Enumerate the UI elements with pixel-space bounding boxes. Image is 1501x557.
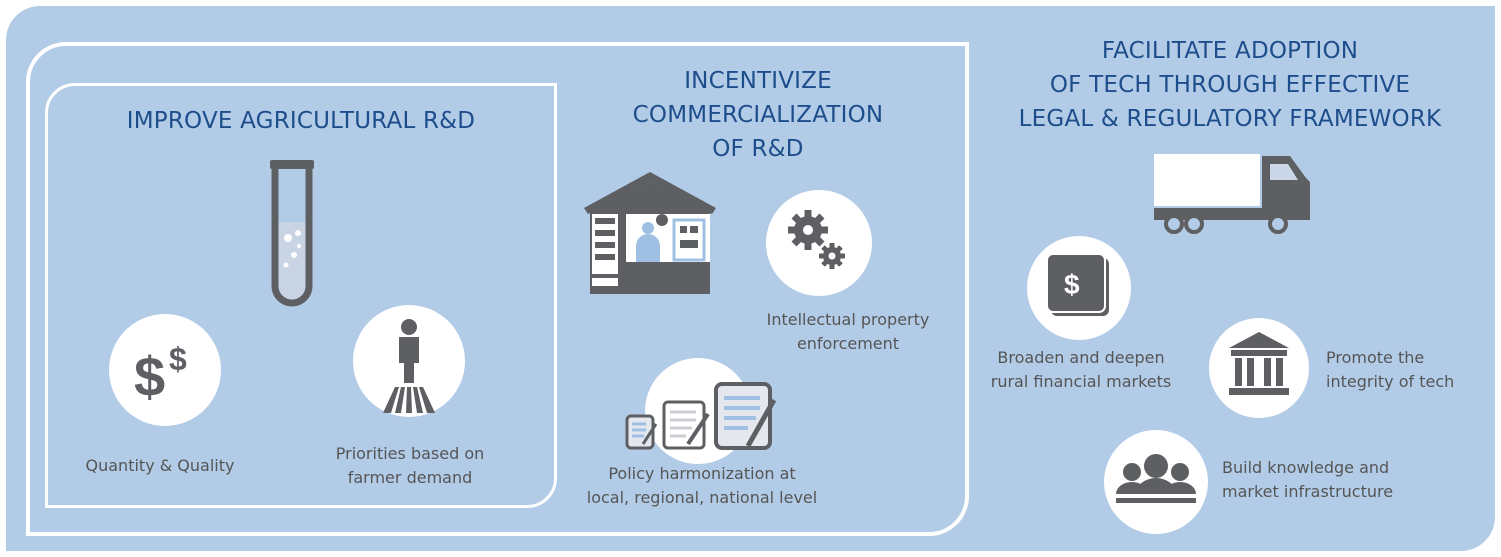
finance-book-icon: $ xyxy=(1046,253,1109,316)
institution-icon xyxy=(1229,332,1289,395)
dollar-circle xyxy=(109,314,221,426)
knowledge-label-line1: Build knowledge and xyxy=(1222,458,1390,477)
commercialization-title-line2: COMMERCIALIZATION xyxy=(632,102,884,128)
finance-label-line2: rural financial markets xyxy=(990,372,1172,391)
integrity-label-line2: integrity of tech xyxy=(1326,372,1455,391)
truck-icon xyxy=(1154,154,1310,234)
policy-label-line2: local, regional, national level xyxy=(586,488,818,507)
ip-label-line1: Intellectual property xyxy=(766,310,930,329)
documents-icon xyxy=(625,382,777,450)
priorities-label-line1: Priorities based on xyxy=(335,444,485,463)
adoption-title-line2: OF TECH THROUGH EFFECTIVE xyxy=(1049,72,1411,98)
svg-text:$: $ xyxy=(1064,269,1080,300)
test-tube-icon xyxy=(270,160,314,307)
svg-text:$: $ xyxy=(134,345,165,408)
adoption-title-line3: LEGAL & REGULATORY FRAMEWORK xyxy=(1018,106,1442,132)
people-icon xyxy=(1116,454,1196,503)
rd-frame xyxy=(45,83,557,508)
commercialization-title-line3: OF R&D xyxy=(712,136,804,162)
diagram-background xyxy=(6,6,1495,551)
commercialization-title-line1: INCENTIVIZE xyxy=(684,68,832,94)
svg-text:$: $ xyxy=(169,341,187,377)
shop-icon xyxy=(584,172,716,294)
knowledge-label-line2: market infrastructure xyxy=(1222,482,1394,501)
quantity-quality-label: Quantity & Quality xyxy=(85,456,235,475)
commercialization-frame xyxy=(26,42,969,536)
gears-icon xyxy=(788,210,845,269)
priorities-label-line2: farmer demand xyxy=(347,468,473,487)
policy-label-line1: Policy harmonization at xyxy=(608,464,796,483)
adoption-title-line1: FACILITATE ADOPTION xyxy=(1101,38,1359,64)
ip-label-line2: enforcement xyxy=(796,334,900,353)
finance-label-line1: Broaden and deepen xyxy=(997,348,1165,367)
dollar-icon: $ $ xyxy=(134,341,187,408)
rd-title: IMPROVE AGRICULTURAL R&D xyxy=(126,108,476,134)
integrity-label-line1: Promote the xyxy=(1326,348,1425,367)
farmer-icon xyxy=(383,319,435,413)
